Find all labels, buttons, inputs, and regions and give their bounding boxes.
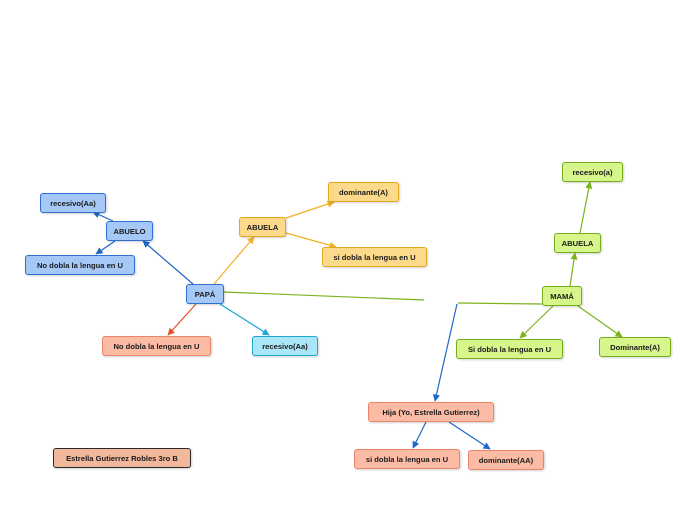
connector-mama-to-center <box>457 302 543 305</box>
node-no-dobla-abuelo[interactable]: No dobla la lengua en U <box>25 255 135 275</box>
connector-papa-to-center <box>223 291 425 301</box>
node-abuelo-paterno[interactable]: ABUELO <box>106 221 153 241</box>
node-abuela-materna[interactable]: ABUELA <box>554 233 601 253</box>
connector-mama-dominante <box>577 305 623 338</box>
node-dominante-abuela-paterna[interactable]: dominante(A) <box>328 182 399 202</box>
node-no-dobla-papa[interactable]: No dobla la lengua en U <box>102 336 211 356</box>
node-si-dobla-hija[interactable]: si dobla la lengua en U <box>354 449 460 469</box>
connector-papa-abuelo <box>142 240 194 285</box>
connector-papa-recesivo <box>219 303 270 336</box>
node-mama[interactable]: MAMÁ <box>542 286 582 306</box>
node-recesivo-papa[interactable]: recesivo(Aa) <box>252 336 318 356</box>
node-papa[interactable]: PAPÁ <box>186 284 224 304</box>
node-si-dobla-abuela-paterna[interactable]: si dobla la lengua en U <box>322 247 427 267</box>
connector-center-hija <box>432 303 458 402</box>
connector-mama-abuela <box>569 252 578 287</box>
node-recesivo-abuelo[interactable]: recesivo(Aa) <box>40 193 106 213</box>
connector-abuela-sidobla <box>285 232 337 249</box>
connector-papa-abuela <box>213 236 255 285</box>
node-si-dobla-mama[interactable]: Si dobla la lengua en U <box>456 339 563 359</box>
connector-abuelo-recesivo <box>92 211 114 222</box>
connector-abuela-recesivo <box>579 181 593 234</box>
connector-hija-sidobla <box>412 421 427 449</box>
node-recesivo-abuela-materna[interactable]: recesivo(a) <box>562 162 623 182</box>
connector-hija-dominante <box>448 421 491 450</box>
connector-mama-sidobla <box>519 305 554 339</box>
node-dominante-mama[interactable]: Dominante(A) <box>599 337 671 357</box>
connector-abuela-dominante <box>285 200 335 219</box>
node-abuela-paterna[interactable]: ABUELA <box>239 217 286 237</box>
connector-papa-nodobla <box>167 303 197 336</box>
node-dominante-hija[interactable]: dominante(AA) <box>468 450 544 470</box>
node-hija[interactable]: Hija (Yo, Estrella Gutierrez) <box>368 402 494 422</box>
connector-abuelo-nodobla <box>95 240 116 255</box>
author-credit[interactable]: Estrella Gutierrez Robles 3ro B <box>53 448 191 468</box>
